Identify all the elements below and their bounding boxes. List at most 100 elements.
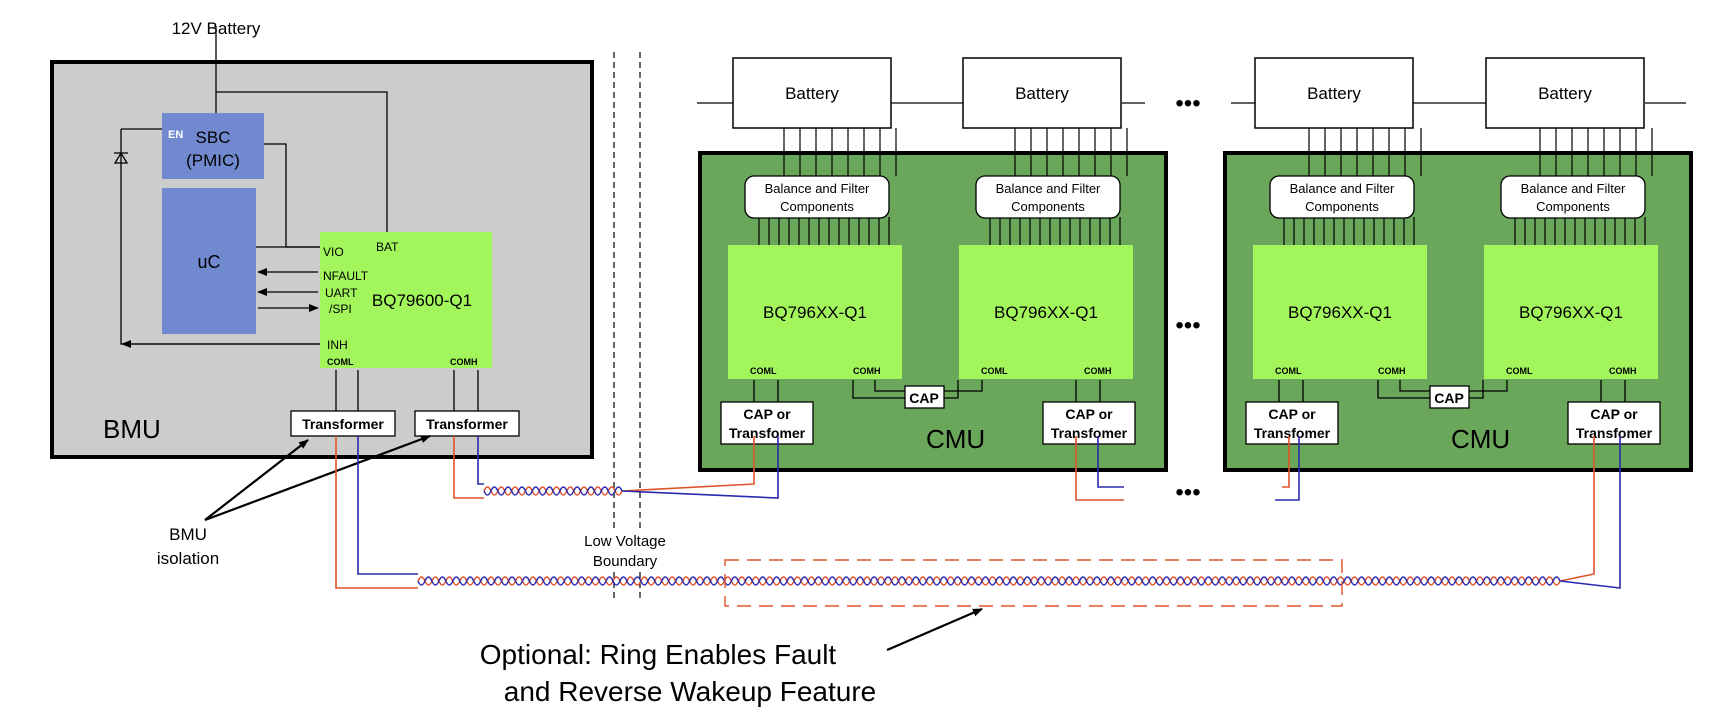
- uc-bridge-signals: [121, 268, 320, 348]
- pin-comh: COMH: [853, 366, 881, 376]
- note-line-1: Optional: Ring Enables Fault: [480, 639, 837, 670]
- pin-bat: BAT: [376, 240, 399, 254]
- balance-filter-block: [744, 175, 890, 219]
- pin-comh: COMH: [1084, 366, 1112, 376]
- pin-coml: COML: [327, 357, 354, 367]
- svg-text:Battery: Battery: [1307, 84, 1361, 103]
- bmu-title: BMU: [103, 414, 161, 444]
- battery-1: Battery: [732, 57, 892, 129]
- device-body: [959, 245, 1133, 379]
- balance-filter-sublabel: Components: [1536, 199, 1610, 214]
- cmu-title: CMU: [926, 424, 985, 454]
- balance-filter-block: [975, 175, 1121, 219]
- low-voltage-boundary: [613, 52, 641, 600]
- pin-uart: UART: [325, 286, 358, 300]
- cmu-link-cap: CAP: [852, 380, 983, 409]
- sbc-label: SBC: [196, 128, 231, 147]
- transformer-label: Transfomer: [1051, 425, 1128, 441]
- balance-filter-sublabel: Components: [780, 199, 854, 214]
- cap-or-transformer: CAP or Transfomer: [1567, 380, 1661, 445]
- pin-comh: COMH: [1609, 366, 1637, 376]
- pin-comh: COMH: [1378, 366, 1406, 376]
- device-name: BQ796XX-Q1: [994, 303, 1098, 322]
- uc-label: uC: [197, 252, 220, 272]
- bq796xx-device: Balance and FilterComponentsBQ796XX-Q1CO…: [1484, 128, 1658, 379]
- device-body: [1253, 245, 1427, 379]
- optional-ring-region: [724, 559, 1343, 607]
- isolation-label-2: isolation: [157, 549, 219, 568]
- transformer-label: Transfomer: [1254, 425, 1331, 441]
- balance-filter-label: Balance and Filter: [1290, 181, 1395, 196]
- diode-icon: [113, 151, 129, 164]
- device-body: [1484, 245, 1658, 379]
- balance-filter-label: Balance and Filter: [765, 181, 870, 196]
- pin-inh: INH: [327, 338, 348, 352]
- cmu-layer: CMU Balance and FilterComponentsBQ796XX-Q…: [698, 128, 1693, 472]
- microcontroller: uC: [162, 188, 256, 334]
- pin-nfault: NFAULT: [323, 269, 369, 283]
- battery-2: Battery: [962, 57, 1122, 129]
- device-body: [728, 245, 902, 379]
- svg-text:Battery: Battery: [1015, 84, 1069, 103]
- pin-spi: /SPI: [329, 302, 352, 316]
- cap-or-transformer: CAP or Transfomer: [1245, 380, 1339, 445]
- balance-filter-block: [1269, 175, 1415, 219]
- pin-comh: COMH: [450, 357, 478, 367]
- note-line-2: and Reverse Wakeup Feature: [504, 676, 877, 707]
- bq796xx-device: Balance and FilterComponentsBQ796XX-Q1CO…: [1253, 128, 1427, 379]
- pin-coml: COML: [750, 366, 777, 376]
- battery-3: Battery: [1254, 57, 1414, 129]
- transformer-comh-label: Transformer: [426, 416, 508, 432]
- pin-coml: COML: [1506, 366, 1533, 376]
- cap-label: CAP: [909, 390, 939, 406]
- device-name: BQ796XX-Q1: [763, 303, 867, 322]
- bq796xx-device: Balance and FilterComponentsBQ796XX-Q1CO…: [959, 128, 1133, 379]
- cmu-block-2: CMU Balance and FilterComponentsBQ796XX-Q…: [1223, 128, 1693, 472]
- pin-coml: COML: [981, 366, 1008, 376]
- ellipsis-top: •••: [1175, 90, 1200, 117]
- balance-filter-label: Balance and Filter: [1521, 181, 1626, 196]
- twisted-pair-cables: [417, 486, 1561, 586]
- balance-filter-label: Balance and Filter: [996, 181, 1101, 196]
- battery-4: Battery: [1485, 57, 1645, 129]
- svg-text:Battery: Battery: [785, 84, 839, 103]
- transformer-label: Transfomer: [1576, 425, 1653, 441]
- ellipsis-middle: •••: [1175, 312, 1200, 339]
- ellipsis-bottom: •••: [1175, 479, 1200, 506]
- bq796xx-device: Balance and FilterComponentsBQ796XX-Q1CO…: [728, 128, 902, 379]
- cap-label: CAP: [1434, 390, 1464, 406]
- transformer-coml: Transformer: [290, 410, 396, 437]
- transformer-label: Transfomer: [729, 425, 806, 441]
- sbc-pmic: EN SBC (PMIC): [162, 113, 264, 179]
- transformer-comh: Transformer: [414, 410, 520, 437]
- isolation-label-1: BMU: [169, 525, 207, 544]
- transformer-coml-label: Transformer: [302, 416, 384, 432]
- cmu-title: CMU: [1451, 424, 1510, 454]
- svg-text:Battery: Battery: [1538, 84, 1592, 103]
- device-name: BQ796XX-Q1: [1519, 303, 1623, 322]
- supply-label: 12V Battery: [172, 19, 261, 38]
- cap-or-label: CAP or: [1590, 406, 1638, 422]
- pin-vio: VIO: [323, 245, 344, 259]
- cap-or-transformer: CAP or Transfomer: [1042, 380, 1136, 445]
- balance-filter-sublabel: Components: [1305, 199, 1379, 214]
- balance-filter-sublabel: Components: [1011, 199, 1085, 214]
- daisy-chain-wiring: [335, 436, 1621, 589]
- sbc-sublabel: (PMIC): [186, 151, 240, 170]
- bq79600-bridge: BQ79600-Q1 VIO BAT NFAULT UART /SPI INH …: [320, 232, 492, 368]
- cmu-link-cap: CAP: [1377, 380, 1508, 409]
- boundary-label-1: Low Voltage: [584, 533, 666, 550]
- boundary-label-2: Boundary: [593, 553, 658, 570]
- sbc-en-label: EN: [168, 129, 183, 141]
- cap-or-label: CAP or: [1268, 406, 1316, 422]
- balance-filter-block: [1500, 175, 1646, 219]
- device-name: BQ796XX-Q1: [1288, 303, 1392, 322]
- cmu-block-1: CMU Balance and FilterComponentsBQ796XX-Q…: [698, 128, 1168, 472]
- cap-or-label: CAP or: [1065, 406, 1113, 422]
- pin-coml: COML: [1275, 366, 1302, 376]
- isolation-arrows: [204, 434, 431, 522]
- bridge-name: BQ79600-Q1: [372, 291, 472, 310]
- note-arrow: [886, 607, 983, 652]
